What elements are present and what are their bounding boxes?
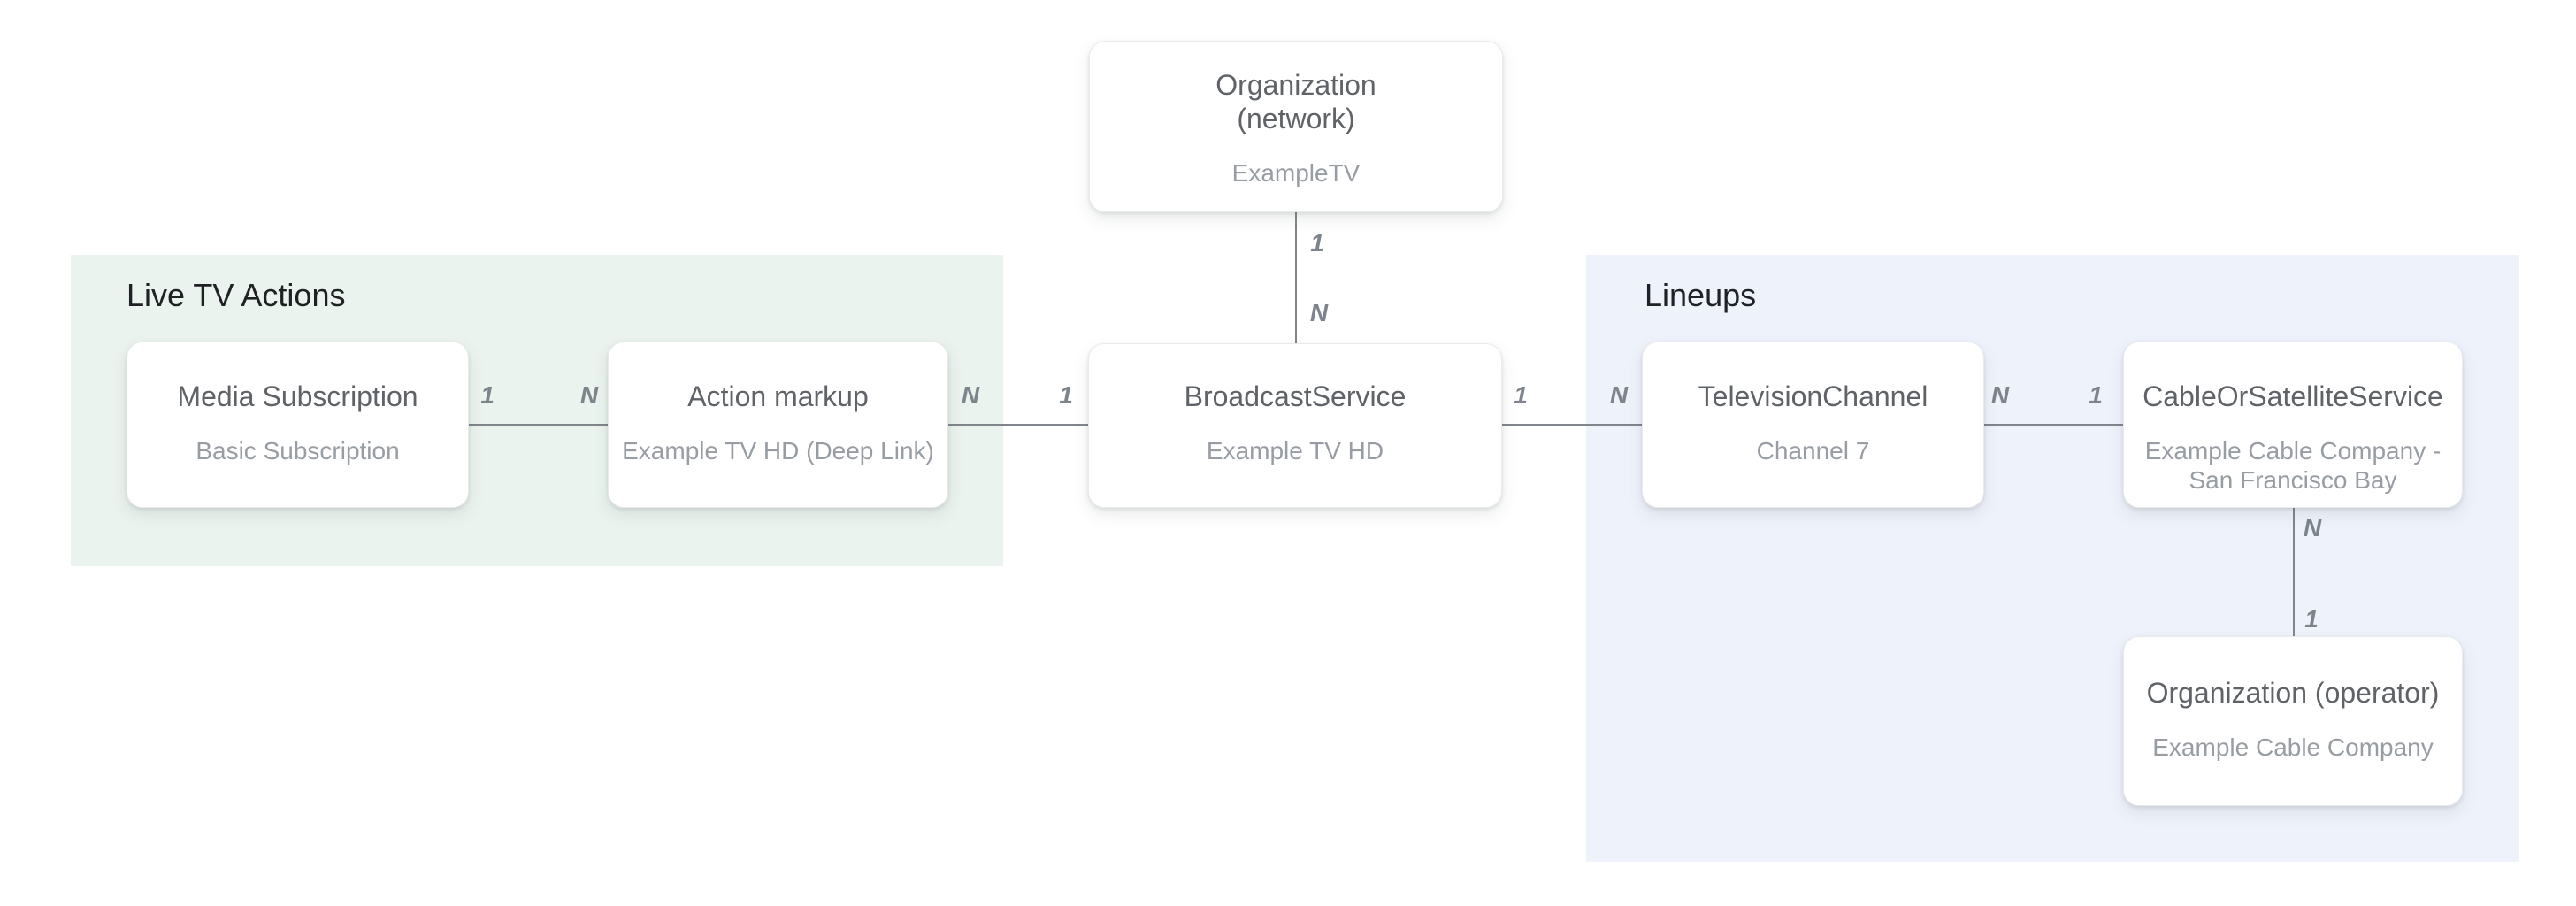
node-organization-network: Organization (network) ExampleTV [1089,41,1503,212]
edge-organization-network-to-broadcast-service [1295,212,1297,343]
region-title-live-tv-actions: Live TV Actions [126,277,346,313]
cardinality-label: N [1309,299,1329,326]
node-television-channel: TelevisionChannel Channel 7 [1642,342,1984,508]
cardinality-label: N [579,381,599,409]
node-subtitle: Example TV HD (Deep Link) [622,437,934,465]
node-subtitle: Example TV HD [1206,437,1384,465]
node-subtitle: Example Cable Company [2152,733,2434,761]
edge-broadcast-service-to-television-channel [1502,424,1642,426]
node-title: CableOrSatelliteService [2143,380,2443,412]
node-title: Organization (operator) [2146,677,2440,709]
node-title: Organization (network) [1215,69,1376,134]
cardinality-label: 1 [1059,381,1073,409]
node-action-markup: Action markup Example TV HD (Deep Link) [608,342,948,508]
cardinality-label: 1 [2304,605,2319,633]
cardinality-label: N [961,381,980,409]
cardinality-label: 1 [2089,381,2103,409]
node-subtitle: Channel 7 [1756,437,1870,465]
cardinality-label: N [2303,514,2322,541]
node-subtitle: ExampleTV [1231,159,1361,187]
edge-television-channel-to-cable-or-satellite-service [1984,424,2123,426]
node-broadcast-service: BroadcastService Example TV HD [1088,343,1502,508]
node-media-subscription: Media Subscription Basic Subscription [126,342,469,508]
edge-action-markup-to-broadcast-service [948,424,1088,426]
node-title: Media Subscription [177,380,418,412]
cardinality-label: 1 [480,381,494,409]
node-subtitle: Example Cable Company - San Francisco Ba… [2144,437,2442,494]
node-cable-or-satellite-service: CableOrSatelliteService Example Cable Co… [2123,342,2463,508]
cardinality-label: N [1609,381,1629,409]
node-subtitle: Basic Subscription [196,437,400,465]
cardinality-label: N [1990,381,2010,409]
node-organization-operator: Organization (operator) Example Cable Co… [2123,636,2463,806]
node-title: BroadcastService [1184,380,1407,412]
region-title-lineups: Lineups [1644,277,1757,313]
node-title: TelevisionChannel [1698,380,1928,412]
edge-media-subscription-to-action-markup [467,424,609,426]
cardinality-label: 1 [1310,229,1324,257]
node-title: Action markup [687,380,869,412]
edge-cable-or-satellite-service-to-organization-operator [2293,508,2295,636]
cardinality-label: 1 [1514,381,1528,409]
